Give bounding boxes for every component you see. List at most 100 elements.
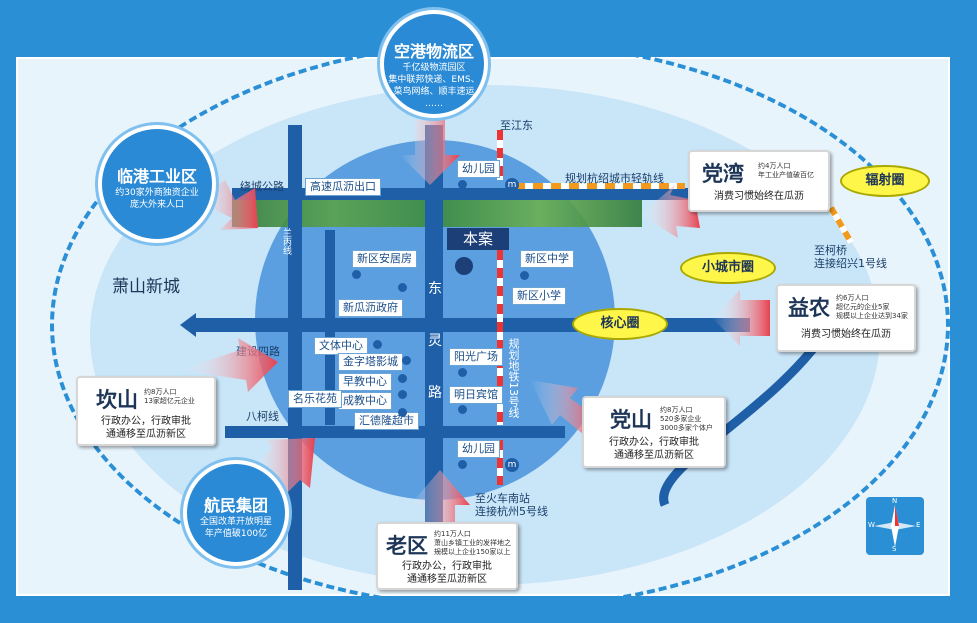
- poi-sunplaza: 阳光广场: [449, 348, 503, 366]
- poi-minglevy: 名乐花苑: [288, 390, 342, 408]
- circle-airport-desc-1: 千亿级物流园区: [402, 63, 466, 73]
- card-dangwan-name: 党湾: [702, 162, 744, 186]
- poi-dot: [398, 408, 407, 417]
- road-label-light-rail: 规划杭绍城市轻轨线: [565, 172, 664, 185]
- ring-label-small-city: 小城市圈: [680, 252, 776, 284]
- dongling-char-1: 东: [428, 281, 442, 297]
- card-laoqu-small-2: 萧山乡镇工业的发祥地之一: [434, 539, 511, 556]
- circle-airport: 空港物流区 千亿级物流园区 集中联邦快递、EMS、 菜鸟网络、顺丰速运 ……: [380, 10, 488, 118]
- card-laoqu-small-3: 规模以上企业150家以上: [434, 548, 511, 556]
- arrow-from-dangwan: [640, 185, 700, 238]
- poi-dot: [458, 405, 467, 414]
- compass-w: W: [868, 521, 875, 529]
- metro-station-icon: m: [505, 178, 519, 192]
- card-dangshan-small-2: 520多家企业: [660, 415, 702, 423]
- road-label-shaoxing1: 连接绍兴1号线: [814, 257, 887, 270]
- road-dongling: [425, 125, 443, 585]
- west-arrow: [180, 313, 196, 337]
- poi-anju: 新区安居房: [352, 250, 417, 268]
- radiate-ring-ellipse: [50, 40, 950, 610]
- card-kanshan-name: 坎山: [96, 388, 138, 412]
- poi-pri-school: 新区小学: [512, 287, 566, 305]
- poi-dot: [398, 390, 407, 399]
- arrow-from-airport: [400, 120, 460, 185]
- card-laoqu-small-1: 约11万人口: [434, 530, 471, 538]
- card-dangshan-line-2: 通通移至瓜沥新区: [614, 450, 694, 461]
- poi-early-edu: 早教中心: [338, 373, 392, 391]
- card-dangwan: 党湾 约4万人口 年工业产值破百亿 消费习惯始终在瓜沥: [688, 150, 830, 212]
- compass-s: S: [892, 545, 897, 553]
- card-laoqu-line-1: 行政办公，行政审批: [402, 561, 492, 572]
- district-title: 萧山新城: [112, 277, 180, 297]
- poi-gov: 新瓜沥政府: [338, 299, 403, 317]
- poi-dot: [398, 374, 407, 383]
- arrow-from-kanshan: [180, 338, 278, 392]
- poi-mingri: 明日宾馆: [449, 386, 503, 404]
- card-dangshan-name: 党山: [610, 408, 652, 432]
- compass-rose-icon: [874, 505, 916, 547]
- poi-kindergarten-bottom: 幼儿园: [457, 440, 500, 458]
- compass: N S W E: [866, 497, 924, 555]
- road-label-metro13: 规划地铁13号线: [507, 338, 520, 418]
- circle-airport-desc-3: 菜鸟网络、顺丰速运: [393, 87, 475, 97]
- card-kanshan-small-2: 13家超亿元企业: [144, 397, 195, 405]
- card-kanshan: 坎山 约8万人口 13家超亿元企业 行政办公，行政审批 通通移至瓜沥新区: [76, 376, 216, 446]
- light-rail-line: [515, 183, 685, 189]
- poi-dot: [402, 356, 411, 365]
- ring-label-core: 核心圈: [572, 308, 668, 340]
- dongling-char-3: 路: [428, 385, 442, 401]
- card-kanshan-line-1: 行政办公，行政审批: [101, 416, 191, 427]
- circle-hangmin: 航民集团 全国改革开放明星 年产值破100亿: [183, 460, 289, 566]
- road-label-to-keqiao: 至柯桥: [814, 244, 847, 257]
- road-label-to-train-south: 至火车南站: [475, 492, 530, 505]
- metro-north-line: [497, 130, 503, 180]
- road-label-bacun: 八柯线: [246, 410, 279, 423]
- poi-dot: [352, 270, 361, 279]
- card-kanshan-small-1: 约8万人口: [144, 388, 177, 396]
- poi-dot: [458, 460, 467, 469]
- circle-airport-title: 空港物流区: [393, 42, 474, 61]
- dongling-char-2: 灵: [428, 333, 442, 349]
- metro5-line: [497, 440, 503, 485]
- circle-hangmin-desc-2: 年产值破100亿: [204, 529, 268, 539]
- project-label: 本案: [447, 228, 509, 250]
- card-laoqu: 老区 约11万人口 萧山乡镇工业的发祥地之一 规模以上企业150家以上 行政办公…: [376, 522, 518, 590]
- circle-lingang-desc-2: 庞大外来人口: [129, 200, 184, 210]
- poi-tower: 金字塔影城: [338, 353, 403, 371]
- card-dangshan: 党山 约8万人口 520多家企业 3000多家个体户 行政办公，行政审批 通通移…: [582, 396, 726, 468]
- metro13-line: [497, 250, 503, 425]
- road-label-raocheng: 绕城公路: [240, 180, 284, 193]
- card-yinong-small-2: 超亿元的企业5家: [836, 303, 890, 311]
- road-label-ershi: 兰丙线: [281, 228, 291, 255]
- poi-dot: [520, 271, 529, 280]
- compass-e: E: [916, 521, 921, 529]
- card-yinong-line-1: 消费习惯始终在瓜沥: [801, 329, 891, 340]
- card-dangwan-small-2: 年工业产值破百亿: [758, 171, 814, 179]
- card-yinong-name: 益农: [788, 296, 830, 320]
- poi-dot: [458, 368, 467, 377]
- compass-n: N: [892, 497, 898, 505]
- circle-airport-desc-2: 集中联邦快递、EMS、: [388, 75, 480, 85]
- card-yinong: 益农 约6万人口 超亿元的企业5家 规模以上企业达到34家 消费习惯始终在瓜沥: [776, 284, 916, 352]
- poi-dot: [373, 340, 382, 349]
- road-label-to-jiangdong: 至江东: [500, 119, 533, 132]
- circle-lingang: 临港工业区 约30家外商独资企业 庞大外来人口: [98, 125, 216, 243]
- circle-airport-desc-4: ……: [425, 99, 443, 109]
- road-mid-vertical: [325, 230, 335, 425]
- circle-hangmin-title: 航民集团: [203, 496, 268, 515]
- road-label-metro5: 连接杭州5号线: [475, 505, 548, 518]
- circle-lingang-desc-1: 约30家外商独资企业: [115, 188, 199, 198]
- poi-adult-edu: 成教中心: [338, 392, 392, 410]
- metro-station-icon: m: [505, 458, 519, 472]
- card-dangwan-small-1: 约4万人口: [758, 162, 791, 170]
- card-yinong-small-1: 约6万人口: [836, 294, 869, 302]
- poi-dot: [458, 180, 467, 189]
- poi-kindergarten-top: 幼儿园: [457, 160, 500, 178]
- card-laoqu-name: 老区: [386, 534, 428, 558]
- arrow-from-yinong: [712, 290, 770, 346]
- road-bacun: [225, 426, 565, 438]
- card-dangshan-line-1: 行政办公，行政审批: [609, 437, 699, 448]
- card-laoqu-line-2: 通通移至瓜沥新区: [407, 574, 487, 585]
- project-dot: [455, 257, 473, 275]
- circle-lingang-title: 临港工业区: [116, 167, 197, 186]
